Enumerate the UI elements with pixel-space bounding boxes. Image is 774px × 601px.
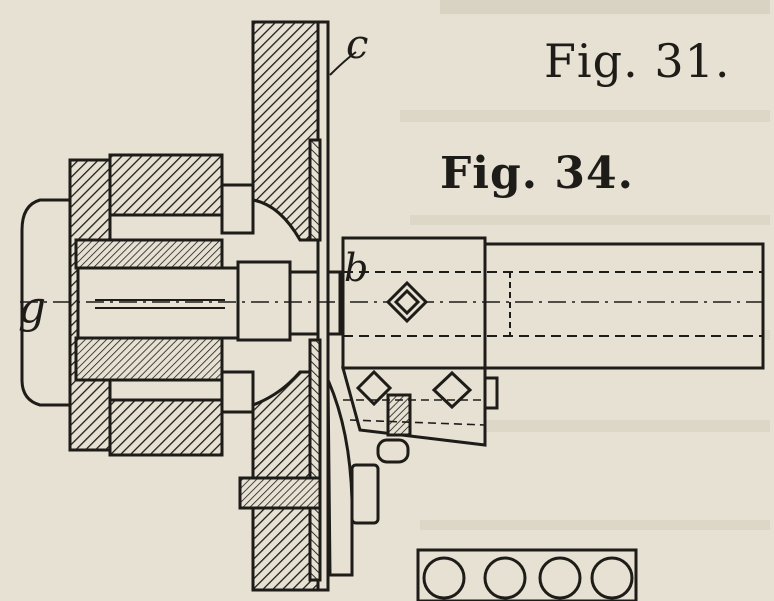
hex-nut-row: [416, 548, 638, 601]
clamp-arm: [238, 379, 410, 577]
leader-c: [329, 51, 357, 76]
face-plate: [220, 20, 330, 592]
lower-block: [341, 366, 499, 447]
part-letter-g: g: [18, 282, 47, 333]
part-letter-c: c: [346, 22, 369, 68]
figure-34-label: Fig. 34.: [440, 148, 634, 199]
figure-31-label: Fig. 31.: [544, 34, 731, 88]
tool-holder: [20, 236, 765, 370]
shaft: [76, 260, 342, 342]
part-letter-b: b: [344, 246, 369, 290]
